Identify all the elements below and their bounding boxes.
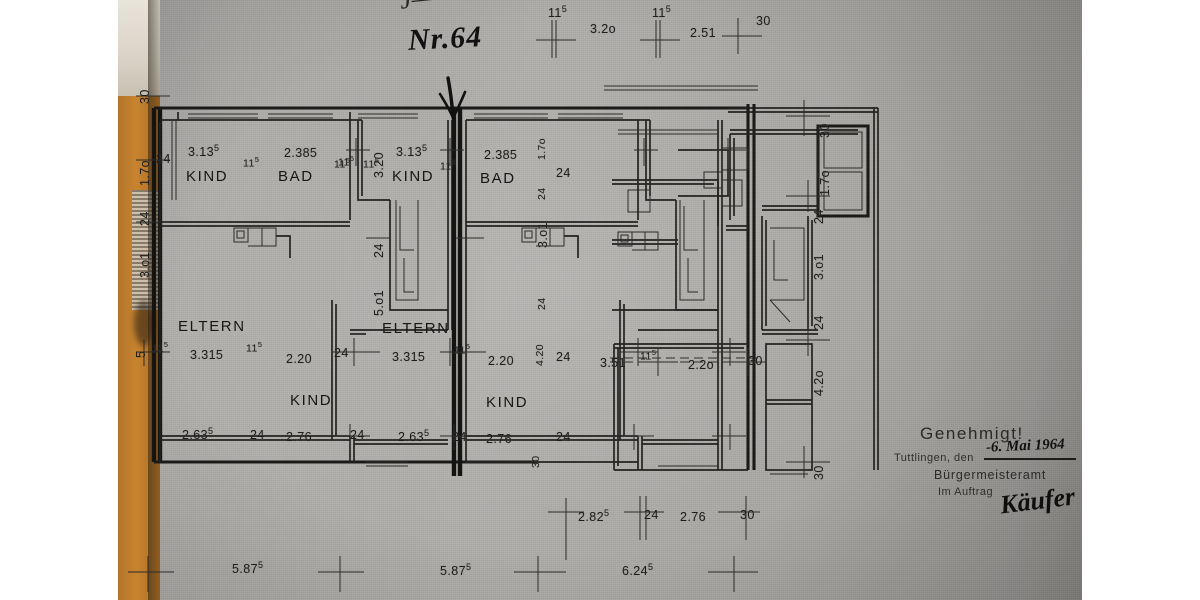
room-label-u2-kind-top: KIND xyxy=(392,168,435,185)
dimension-ticks xyxy=(128,18,830,592)
dim-bot-upper-b: 24 xyxy=(644,508,659,522)
stamp-authority: Bürgermeisteramt xyxy=(934,468,1047,482)
dim-u1-kind-width: 3.135 xyxy=(188,143,220,160)
dim-u1-wall-a: 115 xyxy=(243,155,260,170)
dim-u2-wall-0: 115 xyxy=(338,154,355,169)
stamp-order-line: Im Auftrag xyxy=(938,486,994,498)
dim-overall-unit1: 5.875 xyxy=(232,560,264,577)
room-label-u1-kind-bottom: KIND xyxy=(290,392,333,409)
dim-u1-bot-end: 24 xyxy=(350,428,365,442)
dim-u1-left-jamb: 24 xyxy=(156,152,171,166)
dim-left-30: 30 xyxy=(138,89,152,104)
dim-u2-301: 3.o1 xyxy=(536,222,550,248)
dim-top-1: 115 xyxy=(548,4,568,21)
dim-right-24b: 24 xyxy=(812,315,826,330)
approval-stamp-title: Genehmigt! xyxy=(920,424,1024,444)
dim-u2-bot-mid: 24 xyxy=(452,430,467,444)
down-arrow-icon xyxy=(438,76,467,120)
dim-u1-kindb-width: 2.20 xyxy=(286,352,312,366)
floor-plan-drawing xyxy=(118,0,1082,600)
unit-2 xyxy=(451,108,723,476)
dim-left-5: 5 xyxy=(134,350,148,358)
light-falloff xyxy=(118,0,418,600)
dim-u1-side-24: 24 xyxy=(334,346,349,360)
room-label-u2-kind-bottom: KIND xyxy=(486,394,529,411)
dim-top-3: 115 xyxy=(652,4,672,21)
dim-u1-bot-right: 2.76 xyxy=(286,430,312,444)
dim-u2-wall-b: 115 xyxy=(440,158,457,173)
dim-u1-bot-left: 2.635 xyxy=(182,426,214,443)
dim-bot-upper-c: 2.76 xyxy=(680,510,706,524)
dim-u2-side-24: 24 xyxy=(556,350,571,364)
dim-u3-wall: 115 xyxy=(640,348,657,363)
photograph-of-plan xyxy=(118,0,1082,600)
dim-overall-unit3: 6.245 xyxy=(622,562,654,579)
dim-u2-420: 4.20 xyxy=(534,343,546,366)
dim-bot-upper-d: 30 xyxy=(740,508,755,522)
dim-u2-kindb-width: 2.20 xyxy=(488,354,514,368)
dim-u2-24-v: 24 xyxy=(536,187,548,200)
room-label-u2-bad: BAD xyxy=(480,170,516,187)
dim-top-4: 2.51 xyxy=(690,26,716,40)
dim-u1-eltern-left: 115 xyxy=(152,340,169,355)
room-label-u1-bad: BAD xyxy=(278,168,314,185)
dim-u2-kind-width: 3.135 xyxy=(396,143,428,160)
photo-vignette xyxy=(118,0,1082,600)
dim-u1-bad-width: 2.385 xyxy=(284,146,318,160)
plan-linework xyxy=(128,18,879,592)
dim-left-24: 24 xyxy=(138,211,152,226)
stamp-genehmigt-label: Genehmigt! xyxy=(920,424,1024,443)
dim-right-30: 30 xyxy=(818,123,832,138)
room-label-u1-kind-top: KIND xyxy=(186,168,229,185)
dim-u2-170: 1.7o xyxy=(536,137,548,160)
dim-top-2: 3.2o xyxy=(590,22,616,36)
stamp-date: -6. Mai 1964 xyxy=(985,436,1066,456)
dim-u2-eltern-left: 115 xyxy=(454,342,471,357)
dim-u1-eltern-right: 115 xyxy=(246,340,263,355)
stamp-date-rule xyxy=(984,458,1076,460)
room-label-u2-eltern: ELTERN xyxy=(382,320,450,337)
room-label-u1-eltern: ELTERN xyxy=(178,318,246,335)
dim-right-301: 3.o1 xyxy=(812,254,826,280)
dim-left-301: 3.o1 xyxy=(138,252,152,278)
dim-u1-bot-mid: 24 xyxy=(250,428,265,442)
dim-overall-unit2: 5.875 xyxy=(440,562,472,579)
unit-1 xyxy=(159,112,453,467)
dim-u1-eltern-width: 3.315 xyxy=(190,348,224,362)
dim-u3-end-wall: 30 xyxy=(748,354,763,368)
dim-left-170: 1.7o xyxy=(138,160,152,186)
dim-u2-eltern-width: 3.315 xyxy=(392,350,426,364)
dim-u2-wall-a: 115 xyxy=(363,156,380,171)
dim-u2-vert-kind: 3.20 xyxy=(372,152,386,178)
dim-u3-corridor: 2.2o xyxy=(688,358,714,372)
dim-u2-bot-30: 30 xyxy=(530,455,542,468)
dim-top-5: 30 xyxy=(756,14,771,28)
dim-right-24: 24 xyxy=(812,209,826,224)
stamp-place-label: Tuttlingen, den xyxy=(894,452,974,464)
dim-u2-bad-width: 2.385 xyxy=(484,148,518,162)
unit-3-right-wing xyxy=(604,85,879,475)
dim-right-420: 4.2o xyxy=(812,370,826,396)
dim-u2-bot-left: 2.635 xyxy=(398,428,430,445)
dim-u2-bot-end: 24 xyxy=(556,430,571,444)
handwritten-house-number: Nr.64 xyxy=(407,20,483,57)
dim-u2-vert-wall: 24 xyxy=(372,243,386,258)
dim-u2-vert-eltern: 5.o1 xyxy=(372,290,386,316)
dim-bot-upper-a: 2.825 xyxy=(578,508,610,525)
dim-u3-room-width: 3.51 xyxy=(600,356,626,370)
dim-right-30b: 30 xyxy=(812,465,826,480)
dim-u1-wall-b: 115 xyxy=(334,156,351,171)
dim-right-170: 1.7o xyxy=(818,170,832,196)
dim-u2-24-top: 24 xyxy=(556,166,571,180)
dim-u2-bot-right: 2.76 xyxy=(486,432,512,446)
paper-grain-texture xyxy=(118,0,1082,600)
dim-u2-24-mid: 24 xyxy=(536,297,548,310)
